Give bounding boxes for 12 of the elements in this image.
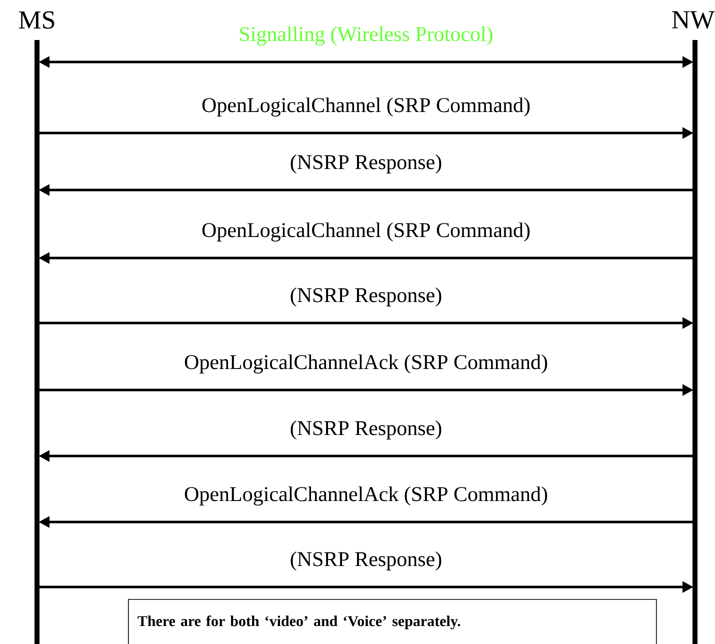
message-label: OpenLogicalChannel (SRP Command) <box>202 97 530 117</box>
message-label: OpenLogicalChannelAck (SRP Command) <box>184 354 548 374</box>
message-label: (NSRP Response) <box>290 154 442 174</box>
message-label: (NSRP Response) <box>290 551 442 571</box>
message-label: (NSRP Response) <box>290 287 442 307</box>
participant-label: NW <box>672 11 715 29</box>
message-label: (NSRP Response) <box>290 420 442 440</box>
message-label: OpenLogicalChannel (SRP Command) <box>202 222 530 242</box>
participant-label: MS <box>18 11 54 29</box>
message-label: Signalling (Wireless Protocol) <box>240 26 492 46</box>
message-label: OpenLogicalChannelAck (SRP Command) <box>184 486 548 506</box>
note-box: There are for both ‘video’ and ‘Voice’ separately. <box>128 599 657 644</box>
